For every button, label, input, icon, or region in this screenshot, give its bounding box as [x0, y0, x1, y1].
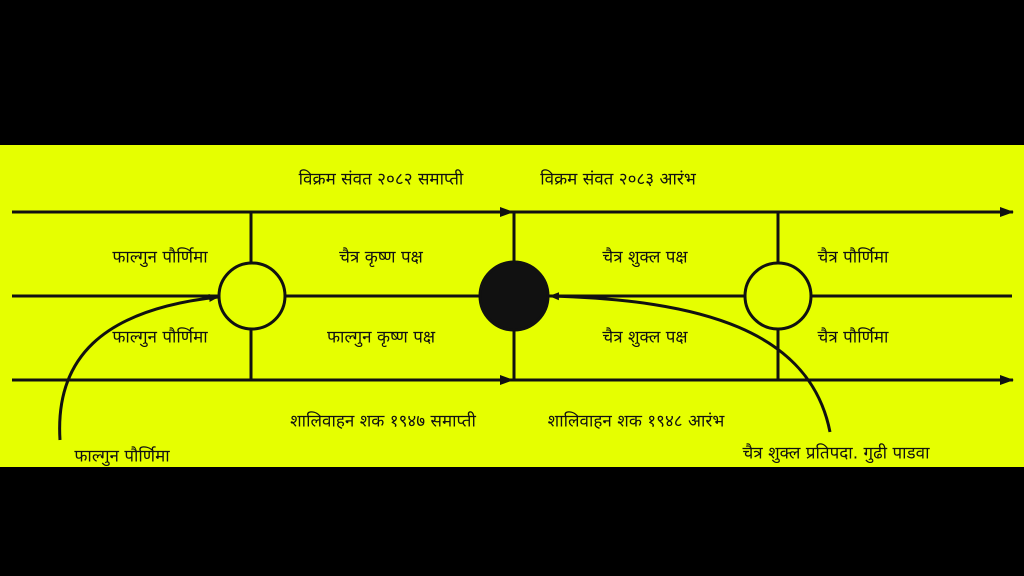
lower-left-label: फाल्गुन पौर्णिमा	[112, 327, 208, 348]
shalivahan-start-label: शालिवाहन शक १९४८ आरंभ	[547, 411, 725, 432]
vikram-samvat-start-label: विक्रम संवत २०८३ आरंभ	[540, 169, 696, 190]
callout-arrow-left	[58, 294, 219, 441]
shalivahan-end-label: शालिवाहन शक १९४७ समाप्ती	[290, 411, 476, 432]
callout-arrow-right	[549, 292, 832, 433]
lower-center-right-label: चैत्र शुक्ल पक्ष	[602, 327, 688, 348]
upper-left-label: फाल्गुन पौर्णिमा	[112, 247, 208, 268]
callout-right-label: चैत्र शुक्ल प्रतिपदा. गुढी पाडवा	[742, 443, 930, 464]
upper-center-left-label: चैत्र कृष्ण पक्ष	[339, 247, 423, 268]
callout-left-label: फाल्गुन पौर्णिमा	[74, 446, 170, 467]
vikram-samvat-end-label: विक्रम संवत २०८२ समाप्ती	[298, 169, 464, 190]
full-moon-chaitra	[743, 261, 813, 331]
upper-right-label: चैत्र पौर्णिमा	[817, 247, 889, 268]
lower-right-label: चैत्र पौर्णिमा	[817, 327, 889, 348]
new-moon	[478, 260, 550, 332]
lower-center-left-label: फाल्गुन कृष्ण पक्ष	[326, 327, 436, 348]
full-moon-phalgun	[217, 261, 287, 331]
upper-center-right-label: चैत्र शुक्ल पक्ष	[602, 247, 688, 268]
